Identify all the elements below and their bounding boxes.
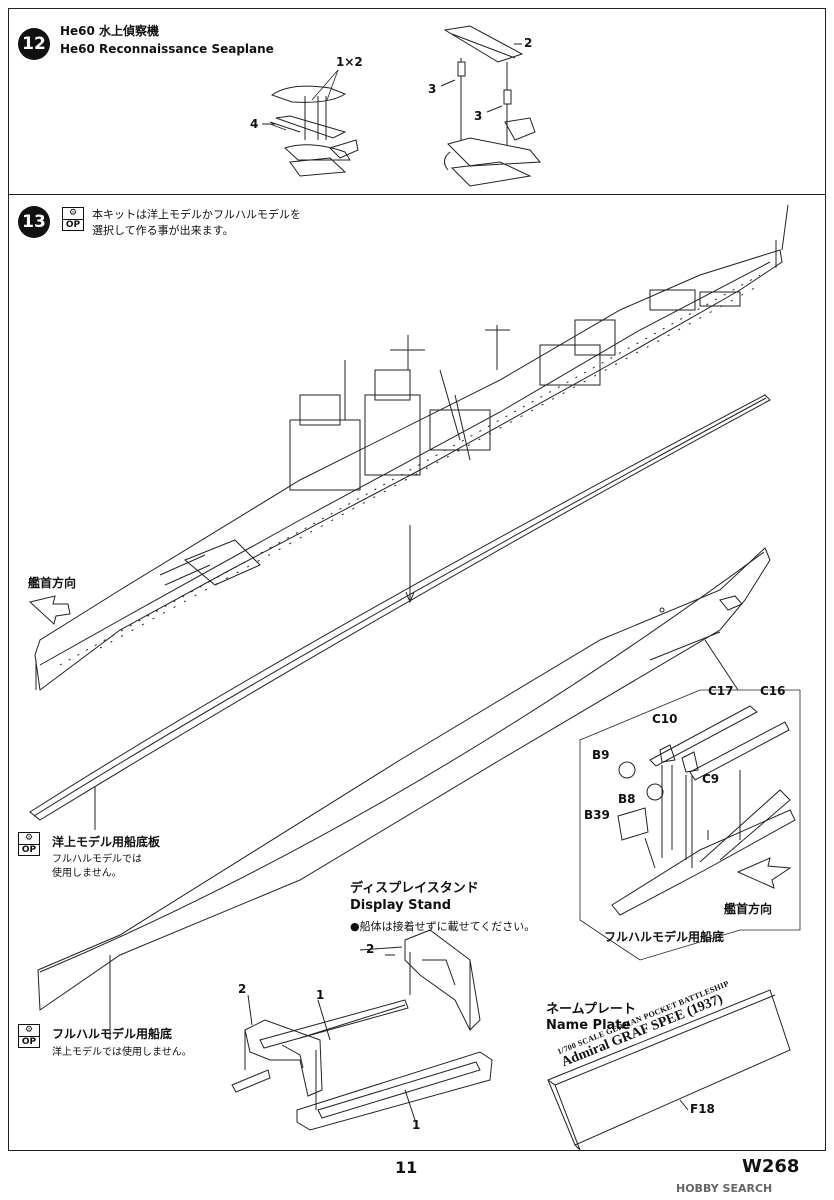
step13-frame (8, 194, 826, 1151)
ship-drawing (34, 204, 789, 691)
part-label-f18: F18 (690, 1102, 715, 1116)
waterline-plate-note-2: 使用しません。 (52, 868, 122, 879)
part-label-c17: C17 (708, 684, 734, 698)
bow-direction-label-right: 艦首方向 (724, 902, 773, 916)
waterline-plate-title: 洋上モデル用船底板 (52, 835, 161, 849)
bow-direction-label-left: 艦首方向 (28, 576, 77, 590)
stand-part-label-2a: 2 (366, 942, 375, 956)
step13-instruction-1: 本キットは洋上モデルかフルハルモデルを (92, 208, 301, 221)
part-label-c9: C9 (702, 772, 720, 786)
part-label-b9: B9 (592, 748, 610, 762)
full-hull-bottom-title: フルハルモデル用船底 (52, 1027, 173, 1041)
seaplane-a-drawing (269, 85, 359, 177)
display-stand-note: ●船体は接着せずに載せてください。 (350, 920, 536, 933)
gear-icon: ⚙ (19, 1025, 39, 1037)
name-plate-title-jp: ネームプレート (546, 1002, 636, 1017)
waterline-plate-note-1: フルハルモデルでは (52, 854, 142, 865)
part-label-3a: 3 (428, 82, 437, 96)
part-label-3b: 3 (474, 109, 483, 123)
step-number-13: 13 (18, 206, 50, 238)
detail-inset-caption: フルハルモデル用船底 (604, 930, 725, 944)
product-code: W268 (742, 1156, 800, 1177)
part-label-b8: B8 (618, 792, 636, 806)
name-plate-drawing (547, 989, 791, 1151)
bow-direction-arrow-right (736, 857, 792, 889)
part-label-c16: C16 (760, 684, 786, 698)
gear-icon: ⚙ (63, 208, 83, 220)
page-number: 11 (395, 1158, 418, 1177)
part-label-c10: C10 (652, 712, 678, 726)
display-stand-title-jp: ディスプレイスタンド (350, 881, 479, 896)
part-label-b39: B39 (584, 808, 610, 822)
part-label-1x2: 1×2 (336, 55, 363, 69)
name-plate-title-en: Name Plate (546, 1018, 631, 1033)
bow-direction-arrow-left (28, 595, 71, 625)
full-hull-bottom-note: 洋上モデルでは使用しません。 (52, 1047, 192, 1058)
detail-inset-drawing (579, 689, 801, 961)
step13-instruction-2: 選択して作る事が出来ます。 (92, 224, 234, 237)
gear-icon: ⚙ (19, 833, 39, 845)
stand-part-label-2b: 2 (238, 982, 247, 996)
part-label-4: 4 (250, 117, 259, 131)
stand-part-label-1b: 1 (412, 1118, 421, 1132)
display-stand-drawing (231, 929, 493, 1131)
op-icon: ⚙ OP (62, 207, 84, 231)
waterline-plate-drawing (29, 394, 771, 821)
full-hull-bottom-drawing (37, 547, 771, 1011)
stand-part-label-1a: 1 (316, 988, 325, 1002)
step12-title-jp: He60 水上偵察機 (60, 24, 160, 38)
step12-title-en: He60 Reconnaissance Seaplane (60, 42, 274, 56)
part-label-2: 2 (524, 36, 533, 50)
watermark: HOBBY SEARCH (676, 1182, 773, 1195)
op-icon-waterline: ⚙ OP (18, 832, 40, 856)
seaplane-b-drawing (443, 25, 542, 187)
op-icon-full-hull: ⚙ OP (18, 1024, 40, 1048)
display-stand-title-en: Display Stand (350, 898, 452, 913)
step-number-12: 12 (18, 28, 50, 60)
